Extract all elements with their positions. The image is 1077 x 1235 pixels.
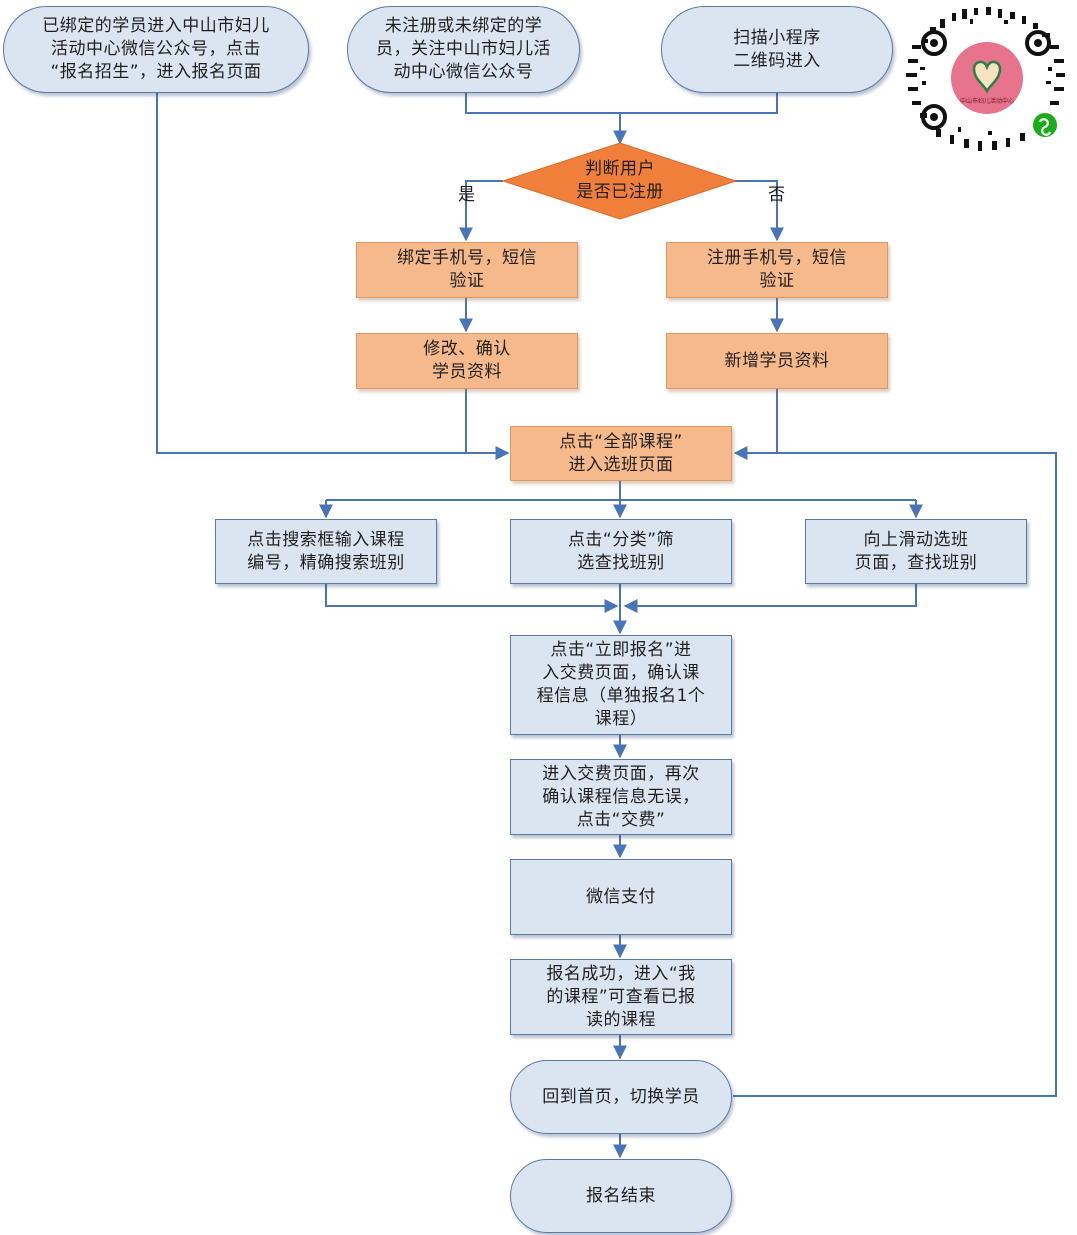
step-add-student: 新增学员资料 bbox=[666, 333, 888, 389]
branch-label-yes: 是 bbox=[458, 185, 475, 205]
step-register-phone: 注册手机号，短信 验证 bbox=[666, 242, 888, 298]
entry-unregistered: 未注册或未绑定的学 员，关注中山市妇儿活 动中心微信公众号 bbox=[347, 6, 580, 93]
step-signup-success: 报名成功，进入“我 的课程”可查看已报 读的课程 bbox=[510, 959, 732, 1035]
step-all-courses: 点击“全部课程” 进入选班页面 bbox=[510, 426, 732, 481]
step-signup-now: 点击“立即报名”进 入交费页面，确认课 程信息（单独报名1个 课程） bbox=[510, 635, 732, 735]
connector-unregistered-merge bbox=[465, 93, 620, 114]
connector-bound-to-courses bbox=[156, 93, 510, 460]
option-scroll-list: 向上滑动选班 页面，查找班别 bbox=[805, 519, 1027, 584]
entry-bound-wechat: 已绑定的学员进入中山市妇儿 活动中心微信公众号，点击 “报名招生”，进入报名页面 bbox=[3, 6, 309, 93]
step-signup-end: 报名结束 bbox=[510, 1159, 732, 1233]
connector-search-merge bbox=[325, 584, 619, 613]
connector-no bbox=[734, 180, 784, 242]
branch-label-no: 否 bbox=[768, 185, 785, 205]
decision-diamond bbox=[501, 142, 738, 220]
qr-finder-patterns bbox=[921, 30, 1051, 130]
option-category-filter: 点击“分类”筛 选查找班别 bbox=[510, 519, 732, 584]
connector-scan-merge bbox=[620, 93, 778, 114]
step-edit-student: 修改、确认 学员资料 bbox=[356, 333, 578, 389]
mini-program-qr-code: 中山市妇儿活动中心 bbox=[906, 7, 1065, 151]
step-home-switch-student: 回到首页，切换学员 bbox=[510, 1060, 732, 1134]
step-payment-page: 进入交费页面，再次 确认课程信息无误， 点击“交费” bbox=[510, 759, 732, 835]
mini-program-badge-icon bbox=[1033, 113, 1057, 137]
connector-yes bbox=[459, 180, 503, 242]
heart-logo-icon bbox=[972, 60, 1002, 94]
step-wechat-pay: 微信支付 bbox=[510, 859, 732, 935]
connector-loop-back bbox=[733, 446, 1057, 1097]
option-search-box: 点击搜索框输入课程 编号，精确搜索班别 bbox=[215, 519, 437, 584]
entry-scan-qr: 扫描小程序 二维码进入 bbox=[661, 6, 893, 93]
step-bind-phone: 绑定手机号，短信 验证 bbox=[356, 242, 578, 298]
connector-scroll-merge bbox=[623, 584, 917, 613]
qr-logo-text: 中山市妇儿活动中心 bbox=[960, 97, 1014, 105]
decision-label: 判断用户 是否已注册 bbox=[576, 159, 664, 202]
qr-dot-pattern bbox=[906, 7, 1065, 151]
